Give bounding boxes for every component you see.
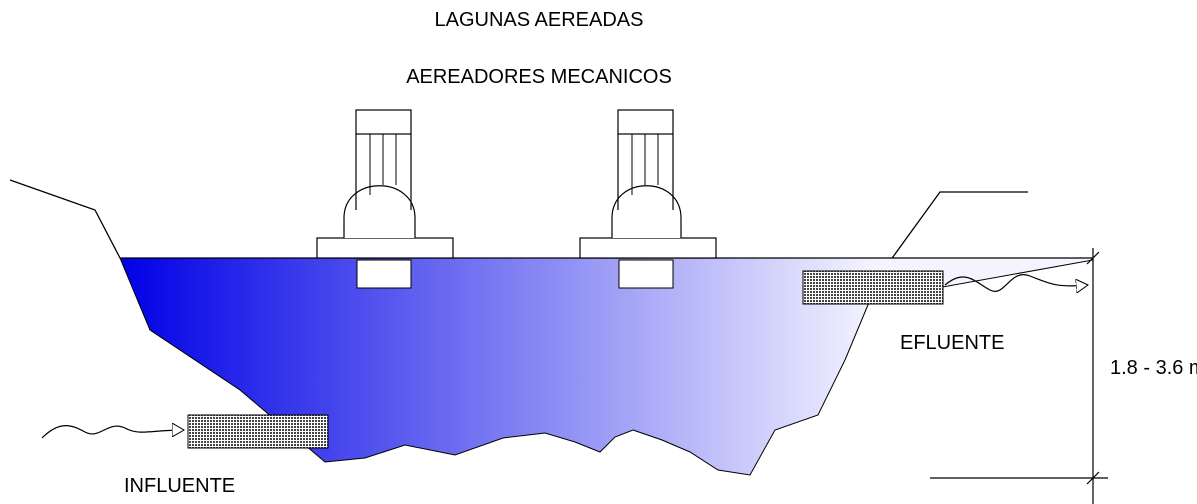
lagoon-water [119, 257, 1094, 476]
influent-pipe [187, 414, 329, 449]
left-bank-line [9, 179, 121, 259]
right-bank-line [881, 191, 1028, 273]
aerator-1-submerged-block [356, 259, 412, 289]
depth-tick-top [1086, 251, 1100, 265]
aerator-1-motor-top [355, 109, 412, 135]
aerator-1-platform [316, 237, 454, 259]
influent-flow-arrow [41, 426, 184, 439]
depth-label: 1.8 - 3.6 m [1110, 357, 1197, 379]
effluent-label: EFLUENTE [900, 332, 1004, 354]
aerator-2-platform [579, 237, 717, 259]
aerator-2-motor-top [617, 109, 674, 135]
aerator-2-submerged-block [618, 259, 674, 289]
effluent-pipe [802, 270, 944, 305]
diagram-subtitle: AEREADORES MECANICOS [406, 66, 672, 88]
diagram-title: LAGUNAS AEREADAS [435, 9, 644, 31]
aerator-2-dome [611, 185, 682, 238]
aerator-1-dome [343, 185, 416, 238]
depth-tick-bottom [1086, 471, 1100, 485]
effluent-flow-arrow [944, 274, 1088, 292]
aerator-1 [316, 109, 454, 289]
influent-label: INFLUENTE [124, 475, 235, 497]
aerator-2 [579, 109, 717, 289]
